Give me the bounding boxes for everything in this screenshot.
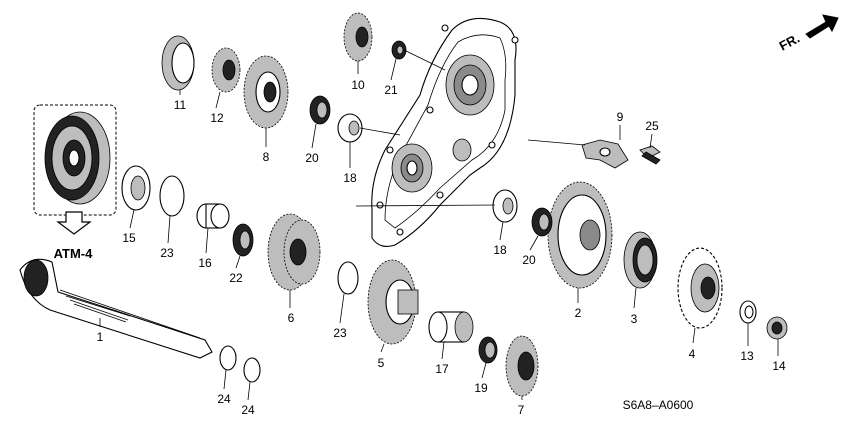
part-24-left-snap-ring bbox=[219, 345, 237, 371]
part-2-gear bbox=[547, 181, 613, 289]
part-3-synchro-ring bbox=[623, 231, 658, 289]
part-10-gear bbox=[343, 12, 373, 62]
callout-24-left: 24 bbox=[217, 392, 231, 406]
down-arrow-icon bbox=[56, 211, 92, 235]
atm-4-reference-group: ATM-4 bbox=[33, 104, 117, 261]
callout-labels: 1 2 3 4 5 6 7 8 9 10 11 12 13 14 15 16 1… bbox=[97, 78, 786, 417]
diagram-code: S6A8–A0600 bbox=[623, 398, 694, 412]
part-24-right-snap-ring bbox=[243, 357, 261, 383]
callout-11: 11 bbox=[174, 98, 187, 112]
callout-22: 22 bbox=[229, 271, 243, 285]
part-25-bolt bbox=[639, 145, 661, 165]
callout-13: 13 bbox=[740, 349, 754, 363]
part-7-gear bbox=[505, 335, 539, 397]
transmission-housing bbox=[371, 17, 519, 247]
callout-23-lower: 23 bbox=[333, 326, 347, 340]
callout-1: 1 bbox=[97, 330, 104, 344]
part-23-upper-snap-ring bbox=[159, 175, 185, 217]
callout-23-upper: 23 bbox=[160, 246, 174, 260]
part-18-upper-washer bbox=[337, 113, 363, 143]
front-arrow-icon bbox=[805, 14, 839, 39]
callout-6: 6 bbox=[288, 311, 295, 325]
callout-18-upper: 18 bbox=[343, 171, 357, 185]
part-14-nut bbox=[766, 316, 788, 340]
callout-19: 19 bbox=[474, 381, 488, 395]
front-direction-indicator: FR. bbox=[777, 14, 839, 54]
callout-12: 12 bbox=[210, 111, 224, 125]
part-8-gear bbox=[243, 55, 289, 129]
callout-7: 7 bbox=[518, 403, 525, 417]
part-4-parking-gear bbox=[677, 247, 723, 329]
part-5-gear bbox=[367, 259, 419, 345]
part-20-lower-needle-bearing bbox=[531, 207, 553, 237]
part-11-synchro bbox=[161, 35, 195, 91]
part-22-needle-bearing bbox=[232, 223, 254, 257]
part-20-upper-needle-bearing bbox=[309, 95, 331, 125]
part-9-bracket bbox=[581, 139, 629, 169]
callout-9: 9 bbox=[617, 110, 624, 124]
callout-21: 21 bbox=[384, 83, 398, 97]
part-13-washer bbox=[739, 300, 757, 324]
callout-25: 25 bbox=[645, 119, 659, 133]
callout-15: 15 bbox=[122, 231, 136, 245]
callout-20-upper: 20 bbox=[305, 151, 319, 165]
callout-5: 5 bbox=[378, 356, 385, 370]
part-1-mainshaft bbox=[19, 258, 213, 359]
part-23-lower-snap-ring bbox=[337, 261, 359, 295]
part-17-collar bbox=[428, 311, 474, 343]
callout-14: 14 bbox=[772, 359, 786, 373]
leader-lines bbox=[99, 49, 779, 401]
part-12-gear bbox=[211, 47, 241, 93]
callout-18-lower: 18 bbox=[493, 243, 507, 257]
part-18-lower-washer bbox=[492, 189, 518, 223]
callout-20-lower: 20 bbox=[522, 253, 536, 267]
callout-16: 16 bbox=[198, 256, 212, 270]
part-15-washer bbox=[121, 165, 151, 211]
callout-3: 3 bbox=[631, 312, 638, 326]
part-16-collar bbox=[196, 203, 230, 229]
callout-17: 17 bbox=[435, 362, 449, 376]
callout-10: 10 bbox=[351, 78, 365, 92]
part-6-gear bbox=[267, 213, 321, 291]
part-19-needle-bearing bbox=[478, 336, 498, 364]
callout-2: 2 bbox=[575, 306, 582, 320]
callout-24-right: 24 bbox=[241, 403, 255, 417]
callout-8: 8 bbox=[263, 150, 270, 164]
part-21-needle-bearing bbox=[391, 40, 407, 60]
front-direction-label: FR. bbox=[777, 30, 803, 53]
callout-4: 4 bbox=[689, 347, 696, 361]
reference-label: ATM-4 bbox=[54, 246, 94, 261]
